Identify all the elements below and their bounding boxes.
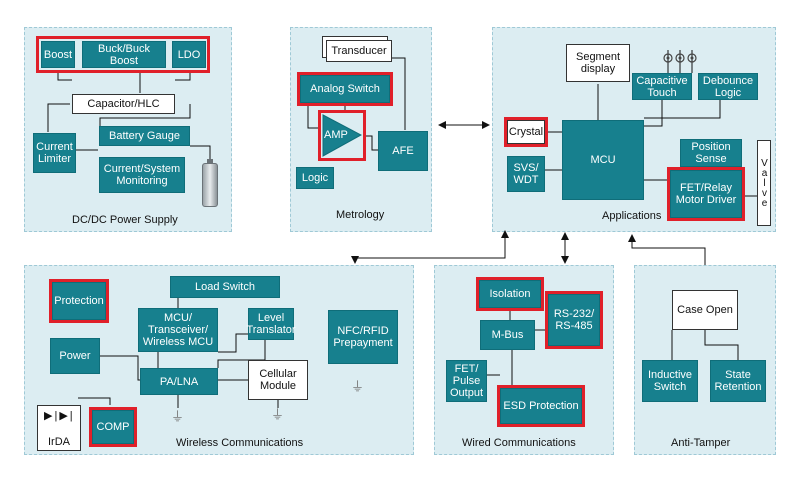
battery-terminal-icon (207, 159, 213, 163)
antenna-icon-cellular: ⏚ (271, 407, 285, 422)
ldo-block: LDO (172, 41, 206, 68)
isolation-block: Isolation (476, 277, 544, 311)
esd-protection-block: ESD Protection (497, 385, 585, 427)
battery-gauge-block: Battery Gauge (99, 126, 190, 146)
current-limiter-block: Current Limiter (33, 133, 76, 173)
state-retention-block: State Retention (710, 360, 766, 402)
power-block: Power (50, 338, 100, 374)
m-bus-block: M-Bus (480, 320, 535, 350)
position-sense-block: Position Sense (680, 139, 742, 167)
applications-title: Applications (602, 210, 662, 222)
debounce-logic-block: Debounce Logic (698, 73, 758, 100)
capacitive-touch-block: Capacitive Touch (632, 73, 692, 100)
wireless-title: Wireless Communications (176, 437, 304, 449)
analog-switch-block: Analog Switch (297, 72, 393, 106)
battery-icon (202, 163, 218, 207)
amp-triangle-icon (322, 114, 362, 157)
buck-boost-block: Buck/Buck Boost (82, 41, 166, 68)
fet-pulse-output-block: FET/ Pulse Output (446, 360, 487, 402)
pa-lna-block: PA/LNA (140, 368, 218, 395)
irda-label: IrDA (48, 436, 70, 448)
boost-block: Boost (41, 41, 75, 68)
rs232-rs485-block: RS-232/ RS-485 (545, 291, 603, 349)
inductive-switch-block: Inductive Switch (642, 360, 698, 402)
mcu-transceiver-block: MCU/ Transceiver/ Wireless MCU (138, 308, 218, 352)
transducer-block: Transducer (326, 40, 392, 62)
comp-block: COMP (89, 407, 137, 447)
current-system-monitoring-block: Current/System Monitoring (99, 157, 185, 193)
valve-block: Valve (757, 140, 771, 226)
segment-display-block: Segment display (566, 44, 630, 82)
wired-title: Wired Communications (462, 437, 576, 449)
nfc-rfid-prepayment-block: NFC/RFID Prepayment (328, 310, 398, 364)
amp-highlight (318, 110, 366, 161)
level-translator-block: Level Translator (246, 308, 296, 340)
capacitor-hlc-block: Capacitor/HLC (72, 94, 175, 114)
dcdc-regulators-highlight (36, 36, 210, 73)
crystal-block: Crystal (504, 117, 548, 147)
valve-label: Valve (759, 158, 770, 208)
load-switch-block: Load Switch (170, 276, 280, 298)
protection-block: Protection (49, 279, 109, 323)
cellular-module-block: Cellular Module (248, 360, 308, 400)
afe-block: AFE (378, 131, 428, 171)
case-open-block: Case Open (672, 290, 738, 330)
mcu-block: MCU (562, 120, 644, 200)
irda-led-icon: ▶|▶| (44, 410, 75, 422)
antenna-icon-nfc: ⏚ (351, 379, 365, 394)
metrology-logic-block: Logic (296, 167, 334, 189)
dcdc-title: DC/DC Power Supply (72, 214, 178, 226)
metrology-title: Metrology (336, 209, 385, 221)
irda-block: IrDA (37, 405, 81, 451)
antitamper-title: Anti-Tamper (671, 437, 731, 449)
fet-relay-motor-driver-block: FET/Relay Motor Driver (667, 167, 745, 221)
svs-wdt-block: SVS/ WDT (507, 156, 545, 192)
amp-label: AMP (324, 129, 348, 141)
antenna-icon-pa: ⏚ (171, 409, 185, 424)
